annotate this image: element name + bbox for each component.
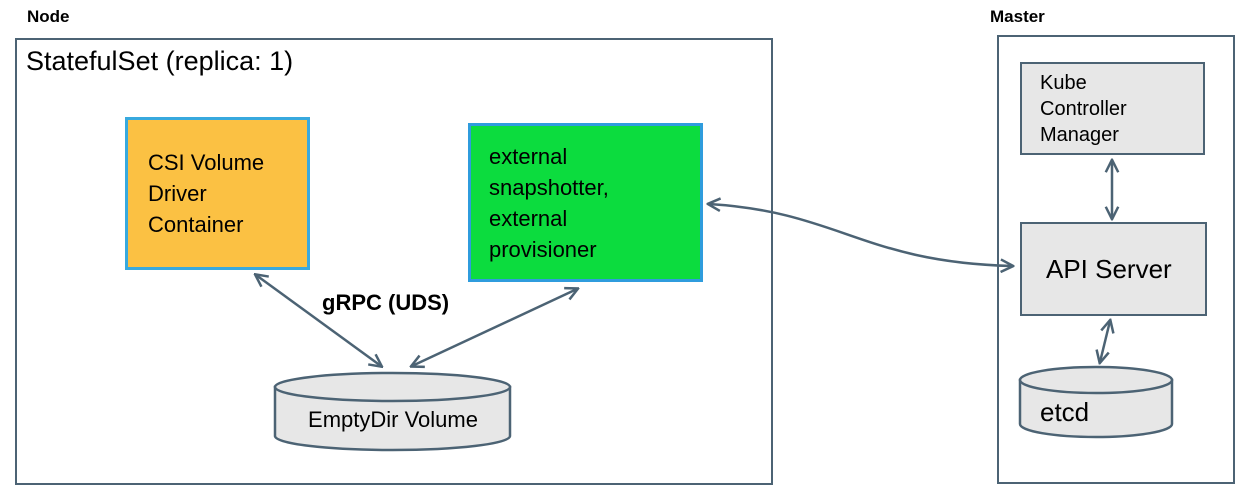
external-snapshotter-provisioner-box: external snapshotter, external provision… (468, 123, 703, 282)
csi-volume-driver-container-label: CSI Volume Driver Container (148, 150, 265, 237)
external-snapshotter-provisioner-label: external snapshotter, external provision… (489, 143, 609, 262)
api-server-box: API Server (1020, 222, 1207, 316)
emptydir-volume-label: EmptyDir Volume (308, 407, 478, 432)
node-section-title: Node (27, 7, 70, 26)
kube-controller-manager-label: Kube Controller Manager (1040, 71, 1127, 146)
api-server-label: API Server (1046, 253, 1172, 284)
statefulset-title: StatefulSet (replica: 1) (26, 46, 294, 76)
kube-controller-manager-box: Kube Controller Manager (1020, 62, 1205, 155)
master-section-title: Master (990, 7, 1045, 26)
grpc-uds-label: gRPC (UDS) (322, 290, 450, 315)
etcd-label: etcd (1040, 397, 1090, 427)
csi-volume-driver-container-box: CSI Volume Driver Container (125, 117, 310, 270)
